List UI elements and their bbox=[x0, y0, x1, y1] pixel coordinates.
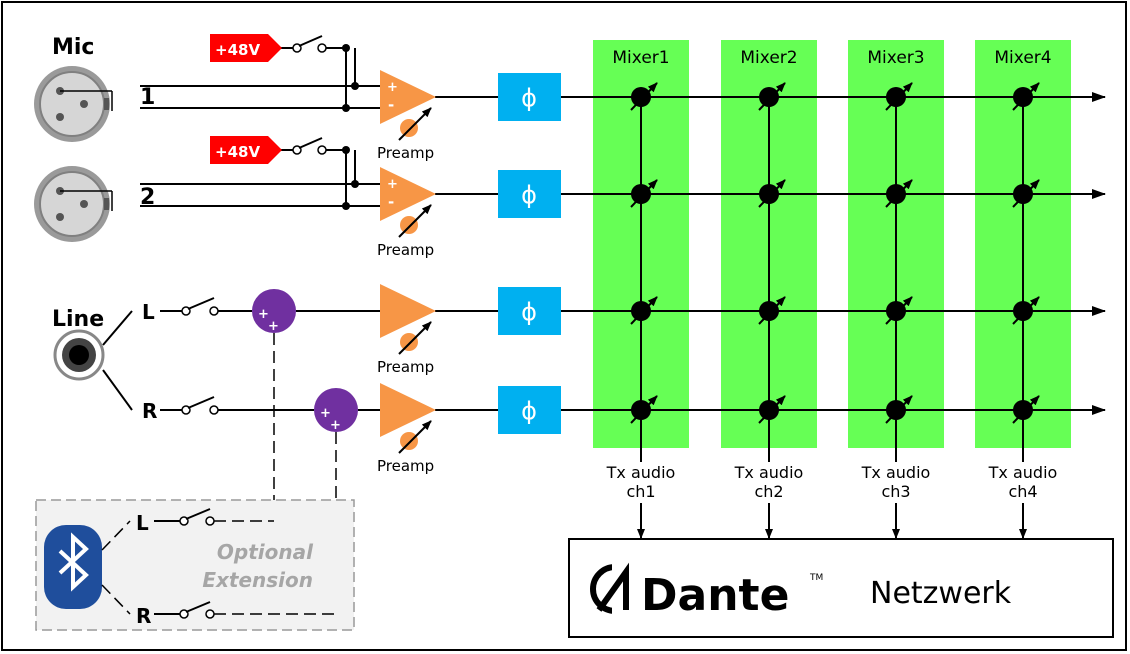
phantom-1-label: +48V bbox=[215, 41, 260, 59]
phantom-2-label: +48V bbox=[215, 143, 260, 161]
line-label: Line bbox=[52, 307, 104, 332]
line-channel-r-label: R bbox=[142, 399, 157, 423]
preamp-4: Preamp bbox=[377, 383, 436, 475]
tx2-line2: ch2 bbox=[754, 482, 783, 501]
preamp-1-label: Preamp bbox=[377, 144, 434, 162]
mic-1-wiring bbox=[60, 35, 380, 112]
mix-point-ch3-mixer3 bbox=[885, 296, 913, 325]
preamp-4-label: Preamp bbox=[377, 457, 434, 475]
preamp-3-label: Preamp bbox=[377, 358, 434, 376]
phantom-power-badge-1: +48V bbox=[210, 34, 282, 62]
dante-brand: Dante bbox=[641, 570, 789, 621]
sum-l-plus-2: + bbox=[268, 319, 279, 334]
preamps: + - Preamp + - Preamp Preamp Preamp bbox=[377, 70, 436, 475]
mix-point-ch2-mixer3 bbox=[885, 179, 913, 208]
mixer4-label: Mixer4 bbox=[994, 48, 1051, 68]
mic-channel-2-label: 2 bbox=[140, 185, 155, 210]
rca-jack-icon bbox=[53, 329, 105, 381]
preamp-2-minus: - bbox=[388, 193, 394, 211]
mic-channel-1-label: 1 bbox=[140, 85, 155, 110]
mix-point-ch3-mixer2 bbox=[758, 296, 786, 325]
mix-point-ch2-mixer1 bbox=[630, 179, 658, 208]
phase-symbol-4: ϕ bbox=[521, 397, 537, 425]
phase-symbol-3: ϕ bbox=[521, 298, 537, 326]
phase-symbol-2: ϕ bbox=[521, 181, 537, 209]
network-label: Netzwerk bbox=[870, 576, 1012, 611]
tx1-line1: Tx audio bbox=[606, 463, 676, 482]
preamp-2-label: Preamp bbox=[377, 241, 434, 259]
mic-section: Mic 1 2 bbox=[34, 34, 380, 242]
optional-line2: Extension bbox=[202, 568, 313, 592]
phase-block-2: ϕ bbox=[498, 170, 561, 218]
mix-point-ch4-mixer2 bbox=[758, 395, 786, 424]
tx-labels: Tx audio ch1 Tx audio ch2 Tx audio ch3 T… bbox=[606, 463, 1058, 539]
tx3-line1: Tx audio bbox=[861, 463, 931, 482]
phase-block-3: ϕ bbox=[498, 287, 561, 335]
xlr-connector-icon bbox=[34, 166, 110, 242]
preamp-1-minus: - bbox=[388, 96, 394, 114]
summing-node-r: + + bbox=[314, 388, 358, 433]
phase-blocks: ϕ ϕ ϕ ϕ bbox=[498, 73, 561, 434]
mix-point-ch1-mixer2 bbox=[758, 82, 786, 111]
tx3-line2: ch3 bbox=[881, 482, 910, 501]
summing-node-l: + + bbox=[252, 289, 296, 334]
mix-point-ch1-mixer1 bbox=[630, 82, 658, 111]
mic-2-wiring bbox=[60, 137, 380, 211]
preamp-2: + - Preamp bbox=[377, 167, 436, 259]
mix-point-ch4-mixer1 bbox=[630, 395, 658, 424]
mix-point-ch1-mixer3 bbox=[885, 82, 913, 111]
tx1-line2: ch1 bbox=[626, 482, 655, 501]
preamp-1-plus: + bbox=[387, 80, 398, 95]
mixer1-label: Mixer1 bbox=[612, 48, 669, 68]
optional-line1: Optional bbox=[217, 540, 314, 564]
mic-label: Mic bbox=[52, 35, 94, 60]
preamp-1: + - Preamp bbox=[377, 70, 436, 162]
mix-point-ch3-mixer4 bbox=[1012, 296, 1040, 325]
mix-points bbox=[630, 82, 1040, 424]
bt-channel-r-label: R bbox=[136, 604, 151, 628]
preamp-3: Preamp bbox=[377, 284, 436, 376]
bt-channel-l-label: L bbox=[136, 511, 149, 535]
mixer3-label: Mixer3 bbox=[867, 48, 924, 68]
tx4-line1: Tx audio bbox=[988, 463, 1058, 482]
dante-logo-icon bbox=[590, 560, 644, 618]
sum-r-plus-1: + bbox=[320, 406, 331, 421]
line-channel-l-label: L bbox=[142, 300, 155, 324]
sum-l-plus-1: + bbox=[258, 307, 269, 322]
phase-block-1: ϕ bbox=[498, 73, 561, 121]
dante-trademark: TM bbox=[809, 573, 823, 583]
tx4-line2: ch4 bbox=[1008, 482, 1037, 501]
bluetooth-icon bbox=[44, 525, 102, 609]
mix-point-ch3-mixer1 bbox=[630, 296, 658, 325]
mix-point-ch4-mixer3 bbox=[885, 395, 913, 424]
phantom-power-badge-2: +48V bbox=[210, 136, 282, 164]
sum-r-plus-2: + bbox=[330, 418, 341, 433]
tx2-line1: Tx audio bbox=[734, 463, 804, 482]
mixer2-label: Mixer2 bbox=[740, 48, 797, 68]
phase-symbol-1: ϕ bbox=[521, 84, 537, 112]
optional-extension-box: L R Optional Extension bbox=[35, 499, 355, 631]
phase-block-4: ϕ bbox=[498, 386, 561, 434]
mix-point-ch2-mixer4 bbox=[1012, 179, 1040, 208]
line-section: Line L R + + + + bbox=[52, 289, 380, 614]
mix-point-ch4-mixer4 bbox=[1012, 395, 1040, 424]
preamp-2-plus: + bbox=[387, 177, 398, 192]
xlr-connector-icon bbox=[34, 66, 110, 142]
dante-network-box: Dante TM Netzwerk bbox=[568, 538, 1114, 638]
mix-point-ch1-mixer4 bbox=[1012, 82, 1040, 111]
mix-point-ch2-mixer2 bbox=[758, 179, 786, 208]
